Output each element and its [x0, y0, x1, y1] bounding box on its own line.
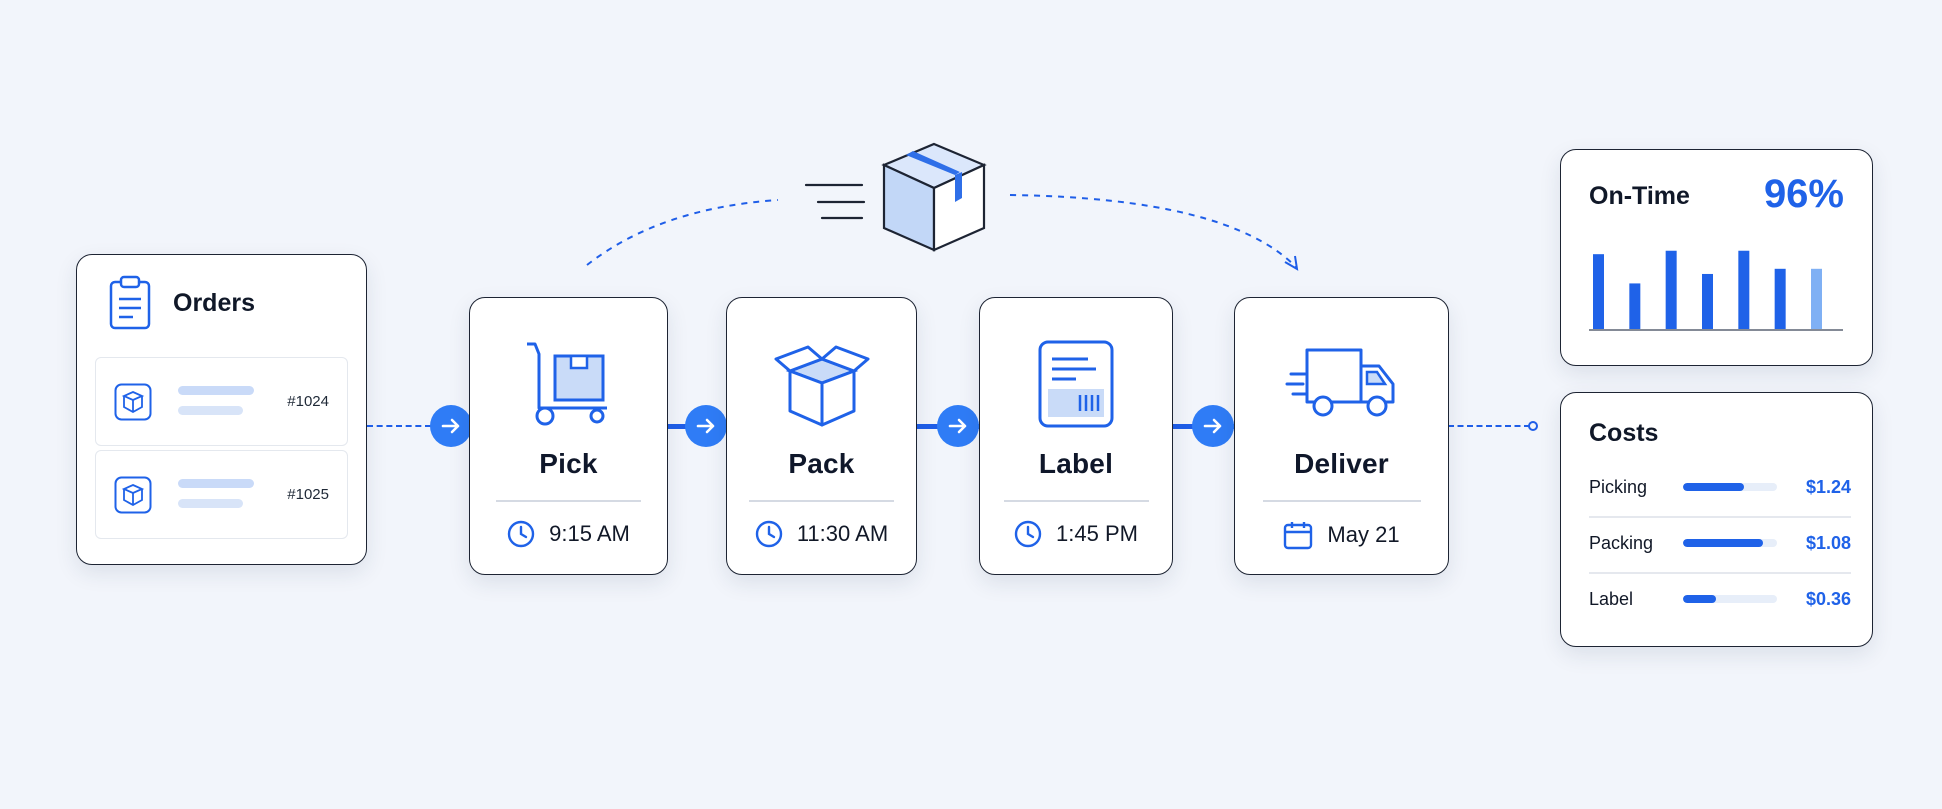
divider — [496, 500, 641, 502]
on-time-card: On-Time 96% — [1560, 149, 1873, 366]
divider — [1589, 572, 1851, 574]
arc-right — [1009, 194, 1297, 268]
cost-bar-fill — [1683, 539, 1763, 547]
arrow-right-icon — [937, 405, 979, 447]
package-icon — [114, 476, 152, 513]
on-time-title: On-Time — [1589, 182, 1690, 210]
hand-truck-icon — [526, 342, 607, 426]
cost-row-label: Label $0.36 — [1589, 571, 1851, 627]
on-time-bar-chart — [1589, 250, 1843, 331]
arc-arrowhead — [1284, 255, 1299, 271]
divider — [1003, 500, 1149, 502]
cost-bar — [1683, 539, 1777, 547]
step-name: Pick — [539, 448, 598, 479]
step-name: Label — [1038, 448, 1114, 479]
divider — [1589, 516, 1851, 518]
on-time-value: 96% — [1763, 172, 1844, 216]
clock-icon — [507, 520, 535, 547]
clipboard-icon — [109, 275, 151, 330]
arrow-right-icon — [1192, 405, 1234, 447]
cost-bar-fill — [1683, 595, 1716, 603]
on-time-bar — [1665, 250, 1677, 329]
cost-label: Label — [1589, 588, 1634, 609]
cost-row-picking: Picking $1.24 — [1589, 459, 1851, 515]
step-time: 1:45 PM — [1056, 520, 1138, 546]
label-icon — [1038, 340, 1114, 428]
step-time: 11:30 AM — [796, 520, 889, 546]
on-time-bar — [1629, 283, 1641, 329]
cost-row-packing: Packing $1.08 — [1589, 515, 1851, 571]
package-icon — [114, 383, 152, 420]
divider — [749, 500, 894, 502]
on-time-bar — [1702, 273, 1713, 329]
clock-icon — [755, 520, 783, 547]
order-line-1 — [178, 479, 254, 488]
cost-value: $1.08 — [1805, 532, 1851, 553]
divider — [1262, 500, 1421, 502]
step-deliver[interactable]: Deliver May 21 — [1234, 297, 1449, 575]
arc-left — [586, 199, 779, 266]
step-label[interactable]: Label 1:45 PM — [979, 297, 1173, 575]
costs-card: Costs Picking $1.24 Packing $1.08 Label … — [1560, 392, 1873, 647]
orders-card: Orders #1024 #1025 — [76, 254, 367, 565]
orders-connector — [367, 425, 431, 427]
on-time-bar — [1593, 254, 1604, 329]
step-name: Pack — [788, 448, 855, 479]
order-id: #1024 — [287, 393, 329, 410]
order-line-1 — [178, 386, 254, 395]
order-line-2 — [178, 406, 243, 415]
open-box-icon — [774, 345, 869, 427]
deliver-connector — [1448, 425, 1530, 427]
on-time-bar — [1811, 268, 1822, 329]
step-pick[interactable]: Pick 9:15 AM — [469, 297, 668, 575]
cost-label: Picking — [1589, 476, 1648, 497]
cost-value: $0.36 — [1805, 588, 1851, 609]
connector-end-dot — [1528, 421, 1538, 431]
order-row[interactable]: #1024 — [95, 357, 348, 446]
arrow-right-icon — [430, 405, 472, 447]
orders-title: Orders — [173, 288, 255, 317]
clock-icon — [1014, 520, 1042, 547]
on-time-bar — [1774, 268, 1786, 329]
cost-bar — [1683, 483, 1777, 491]
order-row[interactable]: #1025 — [95, 450, 348, 539]
step-name: Deliver — [1294, 448, 1389, 479]
speed-lines — [804, 183, 866, 220]
arrow-right-icon — [685, 405, 727, 447]
order-line-2 — [178, 499, 243, 508]
cost-label: Packing — [1589, 532, 1654, 553]
on-time-bar — [1738, 250, 1750, 329]
cost-value: $1.24 — [1805, 476, 1851, 497]
step-date: May 21 — [1327, 521, 1400, 547]
order-id: #1025 — [287, 486, 329, 503]
cost-bar — [1683, 595, 1777, 603]
delivery-truck-icon — [1285, 348, 1394, 417]
cost-bar-fill — [1683, 483, 1745, 491]
step-pack[interactable]: Pack 11:30 AM — [726, 297, 917, 575]
calendar-icon — [1284, 521, 1313, 549]
step-time: 9:15 AM — [549, 520, 630, 546]
costs-title: Costs — [1589, 419, 1659, 447]
flying-package-icon — [881, 142, 987, 252]
